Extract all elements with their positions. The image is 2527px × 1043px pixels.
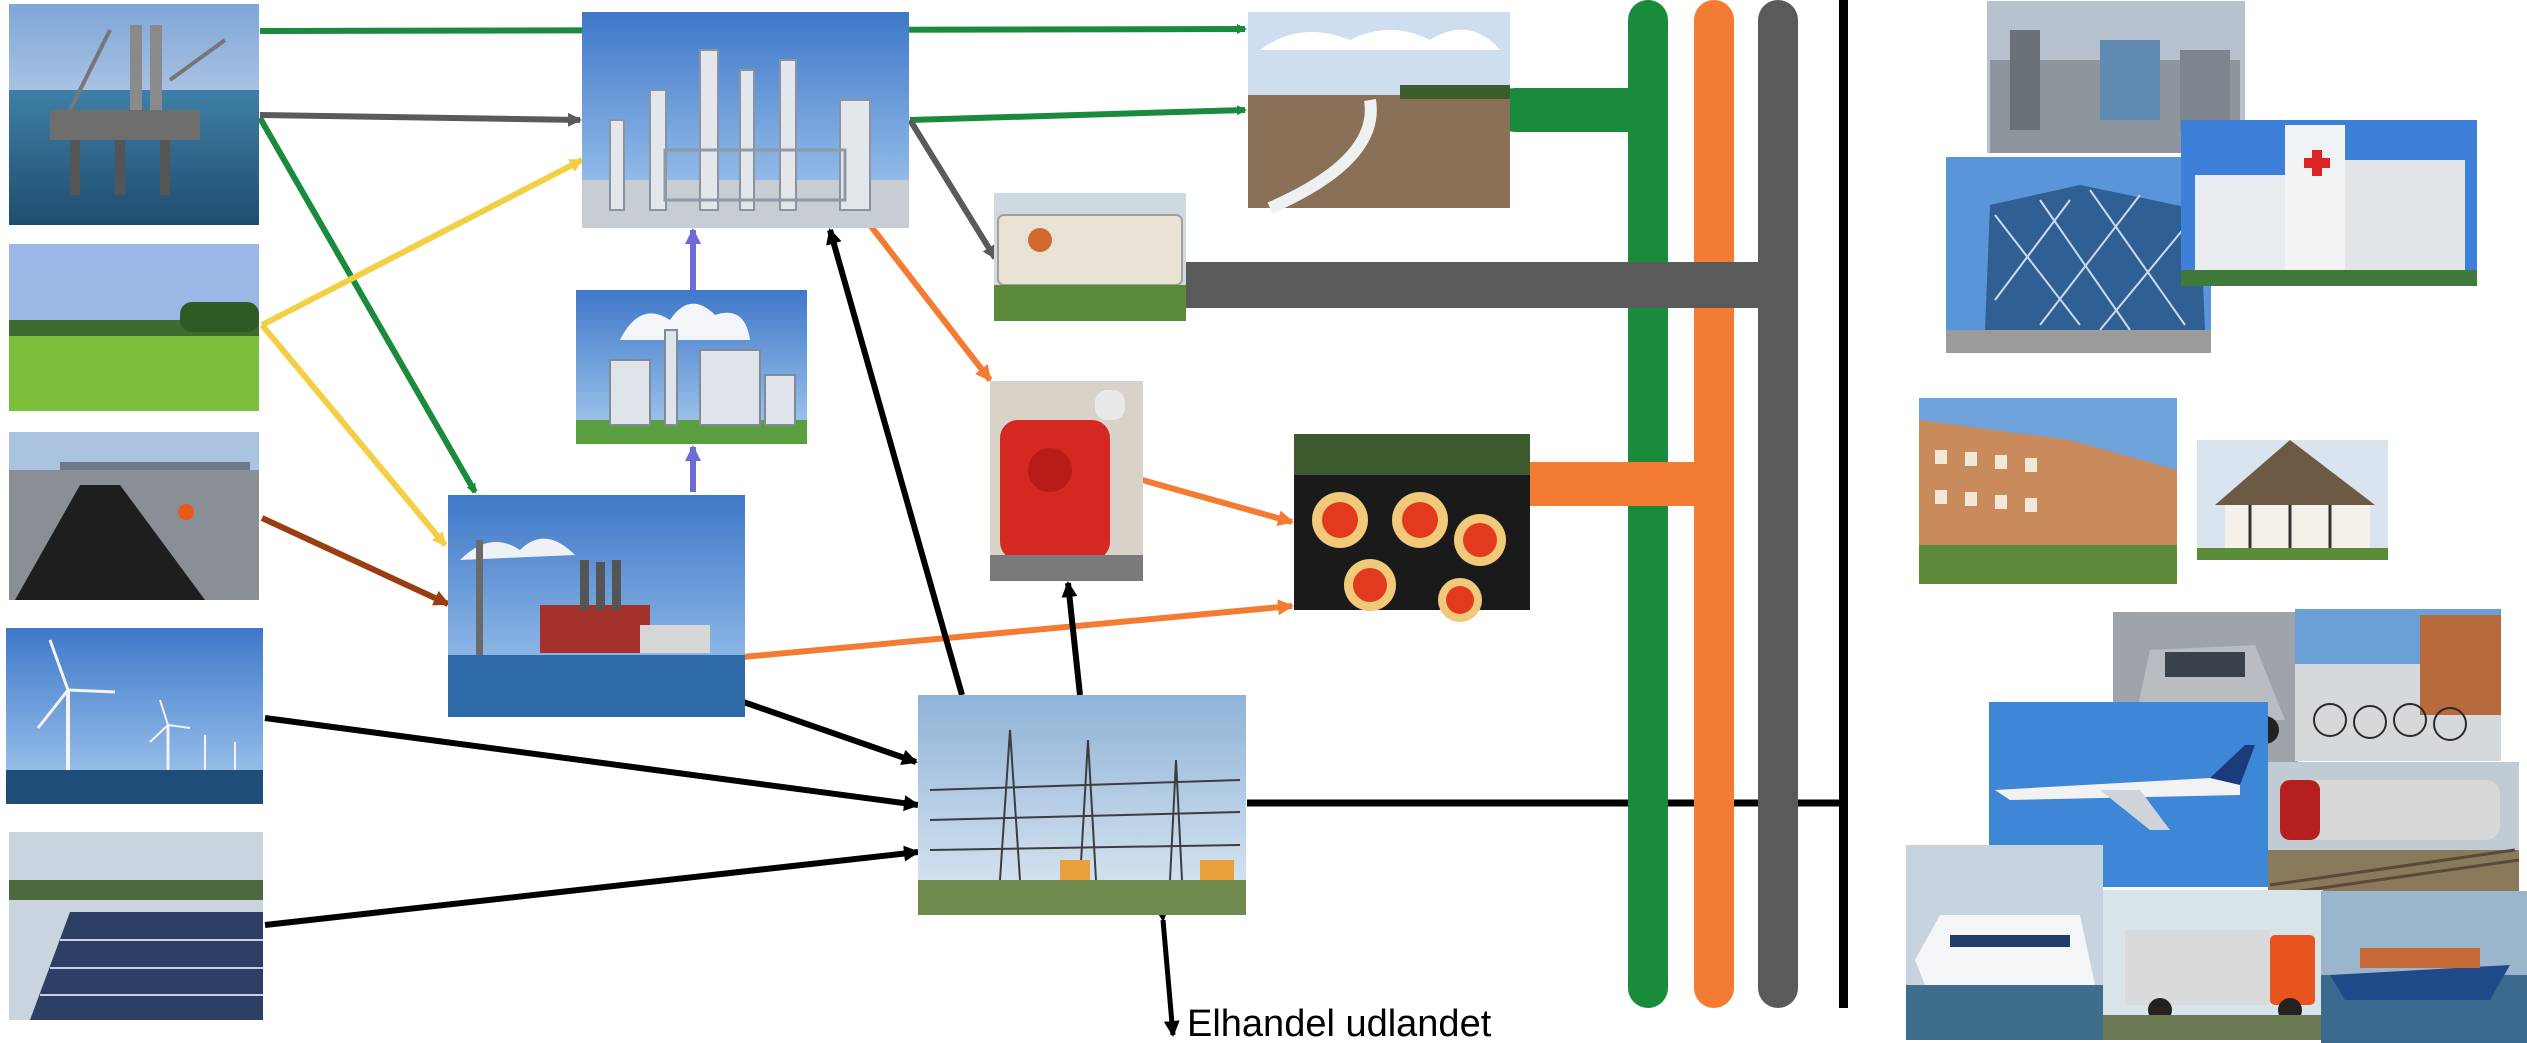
substation-image [918,695,1246,915]
passenger-train-image [2268,762,2520,893]
apartment-block-image [1919,398,2177,584]
gas-arrow-refinery-to-pipeline [909,105,1247,123]
distribution-buses [1162,0,1848,1008]
power-plant-image [448,495,745,717]
office-building-image [1946,157,2211,353]
gas-stub [1493,88,1660,132]
wind-farm-image [6,628,263,804]
heat-pipes-image [1294,434,1530,622]
biomass-arrow-field-to-powerplant [259,323,448,547]
power-arrow-foreign-trade [1153,905,1180,1037]
coal-arrow-to-powerplant [260,515,450,607]
heat-arrow-powerplant-to-pipes [731,599,1294,661]
fuel-synthesis-plant-image [576,290,807,444]
heat-pump-image [990,381,1143,581]
electricity-bus [1839,0,1848,1008]
thatched-house-image [2197,440,2388,560]
freight-truck-image [2103,890,2323,1040]
power-arrow-powerplant-to-substation [731,695,918,765]
heat-arrow-refinery-to-heatpump [867,223,993,382]
foreign-trade-label: Elhandel udlandet [1187,1003,1492,1043]
oil-stub [1162,262,1780,308]
oil-arrow-platform-to-refinery [259,112,582,127]
industry-image [1987,1,2245,153]
hospital-image [2181,120,2477,286]
power-arrow-substation-to-refinery [826,228,965,696]
heat-stub [1503,462,1710,506]
heat-bus [1694,0,1734,1008]
power-arrow-wind-to-substation [264,715,920,812]
offshore-platform-image [9,4,259,225]
gas-arrow-platform-to-powerplant [257,116,478,494]
coal-conveyor-image [9,432,259,600]
power-arrow-substation-to-heatpump [1061,581,1083,696]
power-arrow-solar-to-substation [264,845,920,928]
crop-field-image [9,244,259,411]
fast-ferry-image [1906,845,2103,1040]
oil-bus [1758,0,1798,1008]
gas-pipeline-image [1248,12,1510,214]
flow-arrows [257,24,1843,1037]
solar-park-image [9,832,263,1020]
biomass-arrow-field-to-refinery [260,157,584,328]
container-ship-image [2321,891,2527,1043]
oil-refinery-image [582,12,909,228]
parked-bicycles-image [2295,609,2501,761]
heat-arrow-heatpump-to-pipes [1141,477,1294,526]
oil-arrow-refinery-to-tank [907,118,998,260]
oil-tank-image [994,193,1186,321]
